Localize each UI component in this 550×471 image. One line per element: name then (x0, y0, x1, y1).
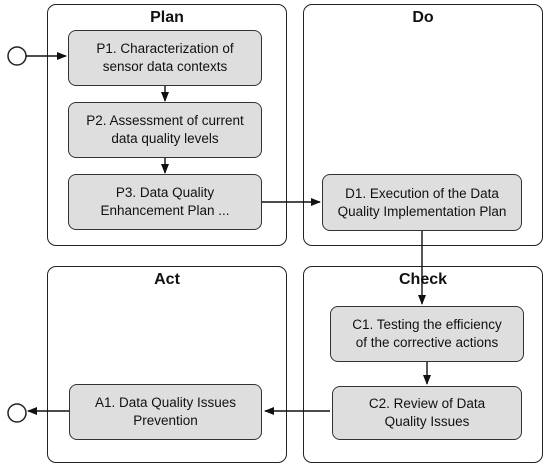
do-panel-title: Do (412, 9, 434, 26)
start-event (7, 46, 27, 66)
step-a1-label: A1. Data Quality Issues Prevention (94, 395, 237, 428)
act-panel-title: Act (154, 271, 180, 288)
step-p1: P1. Characterization of sensor data cont… (68, 30, 262, 86)
step-c1: C1. Testing the efficiency of the correc… (330, 306, 524, 362)
step-d1-label: D1. Execution of the Data Quality Implem… (337, 185, 507, 219)
step-p1-label: P1. Characterization of sensor data cont… (96, 41, 234, 74)
plan-panel-title: Plan (150, 9, 184, 26)
step-c1-label: C1. Testing the efficiency of the correc… (352, 317, 502, 350)
step-d1: D1. Execution of the Data Quality Implem… (322, 174, 522, 231)
check-panel-title: Check (398, 271, 448, 288)
step-p2: P2. Assessment of current data quality l… (68, 102, 262, 158)
step-p3-label: P3. Data Quality Enhancement Plan ... (100, 185, 230, 218)
step-p2-label: P2. Assessment of current data quality l… (86, 113, 244, 146)
end-event (7, 403, 27, 423)
step-p3: P3. Data Quality Enhancement Plan ... (68, 174, 262, 230)
step-c2-label: C2. Review of Data Quality Issues (368, 396, 486, 429)
step-a1: A1. Data Quality Issues Prevention (69, 384, 262, 440)
step-c2: C2. Review of Data Quality Issues (332, 386, 522, 440)
